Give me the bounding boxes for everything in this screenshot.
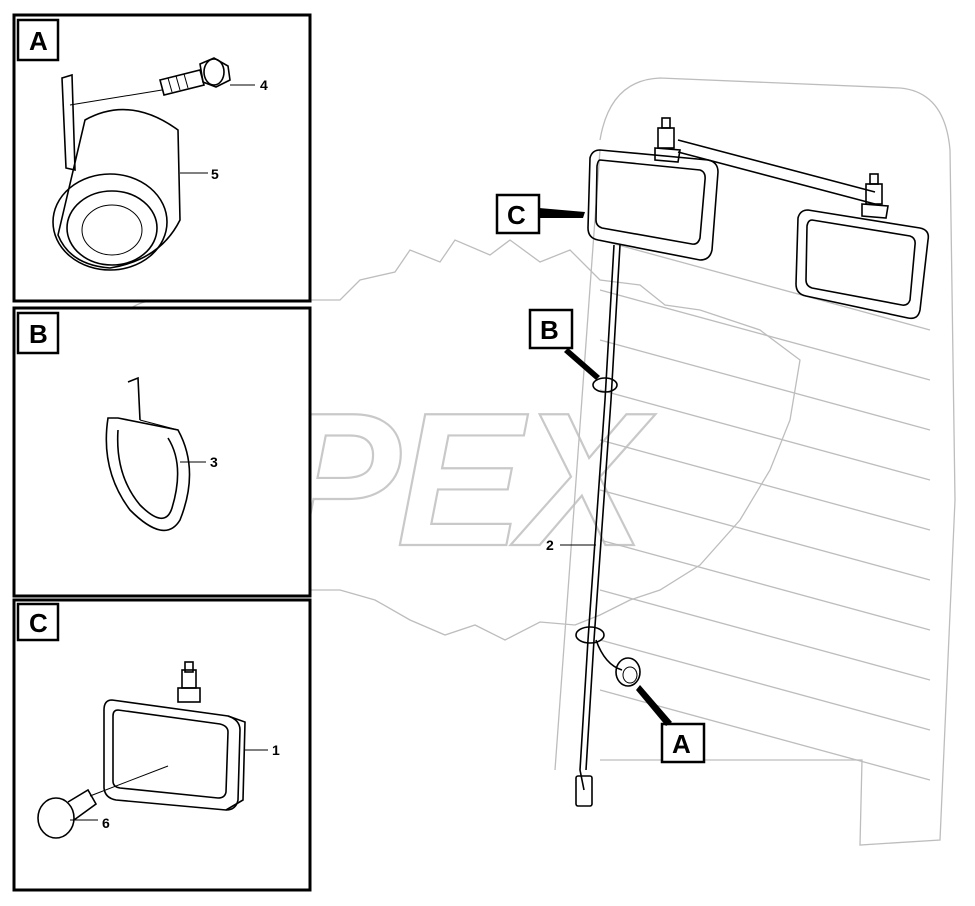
part-number-5: 5 (211, 166, 219, 182)
part-number-3: 3 (210, 454, 218, 470)
harness-clip-b (592, 377, 618, 393)
main-assembly (575, 117, 930, 807)
detail-panel-c: C 1 6 (12, 598, 312, 892)
bracket (61, 73, 76, 172)
detail-panel-a: A 4 5 (12, 13, 312, 303)
part-number-4: 4 (260, 77, 268, 93)
panel-a-letter-box (16, 18, 60, 62)
bolt (159, 57, 231, 96)
panel-b-letter-box (16, 311, 60, 355)
work-lamp-rectangular (103, 661, 246, 811)
panel-a-letter: A (29, 26, 48, 56)
left-work-lamp (587, 117, 719, 261)
part-number-6: 6 (102, 815, 110, 831)
part-number-1: 1 (272, 742, 280, 758)
cab-outline (554, 77, 956, 846)
cable-tie (105, 376, 191, 532)
panel-b-letter: B (29, 319, 48, 349)
callout-b: B (528, 308, 600, 380)
right-work-lamp (795, 173, 930, 320)
callout-b-letter: B (540, 315, 559, 345)
panel-c-letter: C (29, 608, 48, 638)
small-lamp-a (615, 657, 641, 687)
harness-connector (575, 775, 593, 807)
part-number-2: 2 (546, 537, 554, 553)
callout-a: A (636, 685, 706, 764)
callout-c-letter: C (507, 200, 526, 230)
callout-a-letter: A (672, 729, 691, 759)
work-lamp-round (52, 108, 181, 271)
harness-clip-lower (575, 626, 605, 644)
detail-panel-b: B 3 (12, 306, 312, 598)
callout-c: C (495, 193, 585, 235)
bulb (37, 788, 98, 839)
panel-c-letter-box (16, 602, 60, 642)
crossbar (677, 139, 876, 205)
